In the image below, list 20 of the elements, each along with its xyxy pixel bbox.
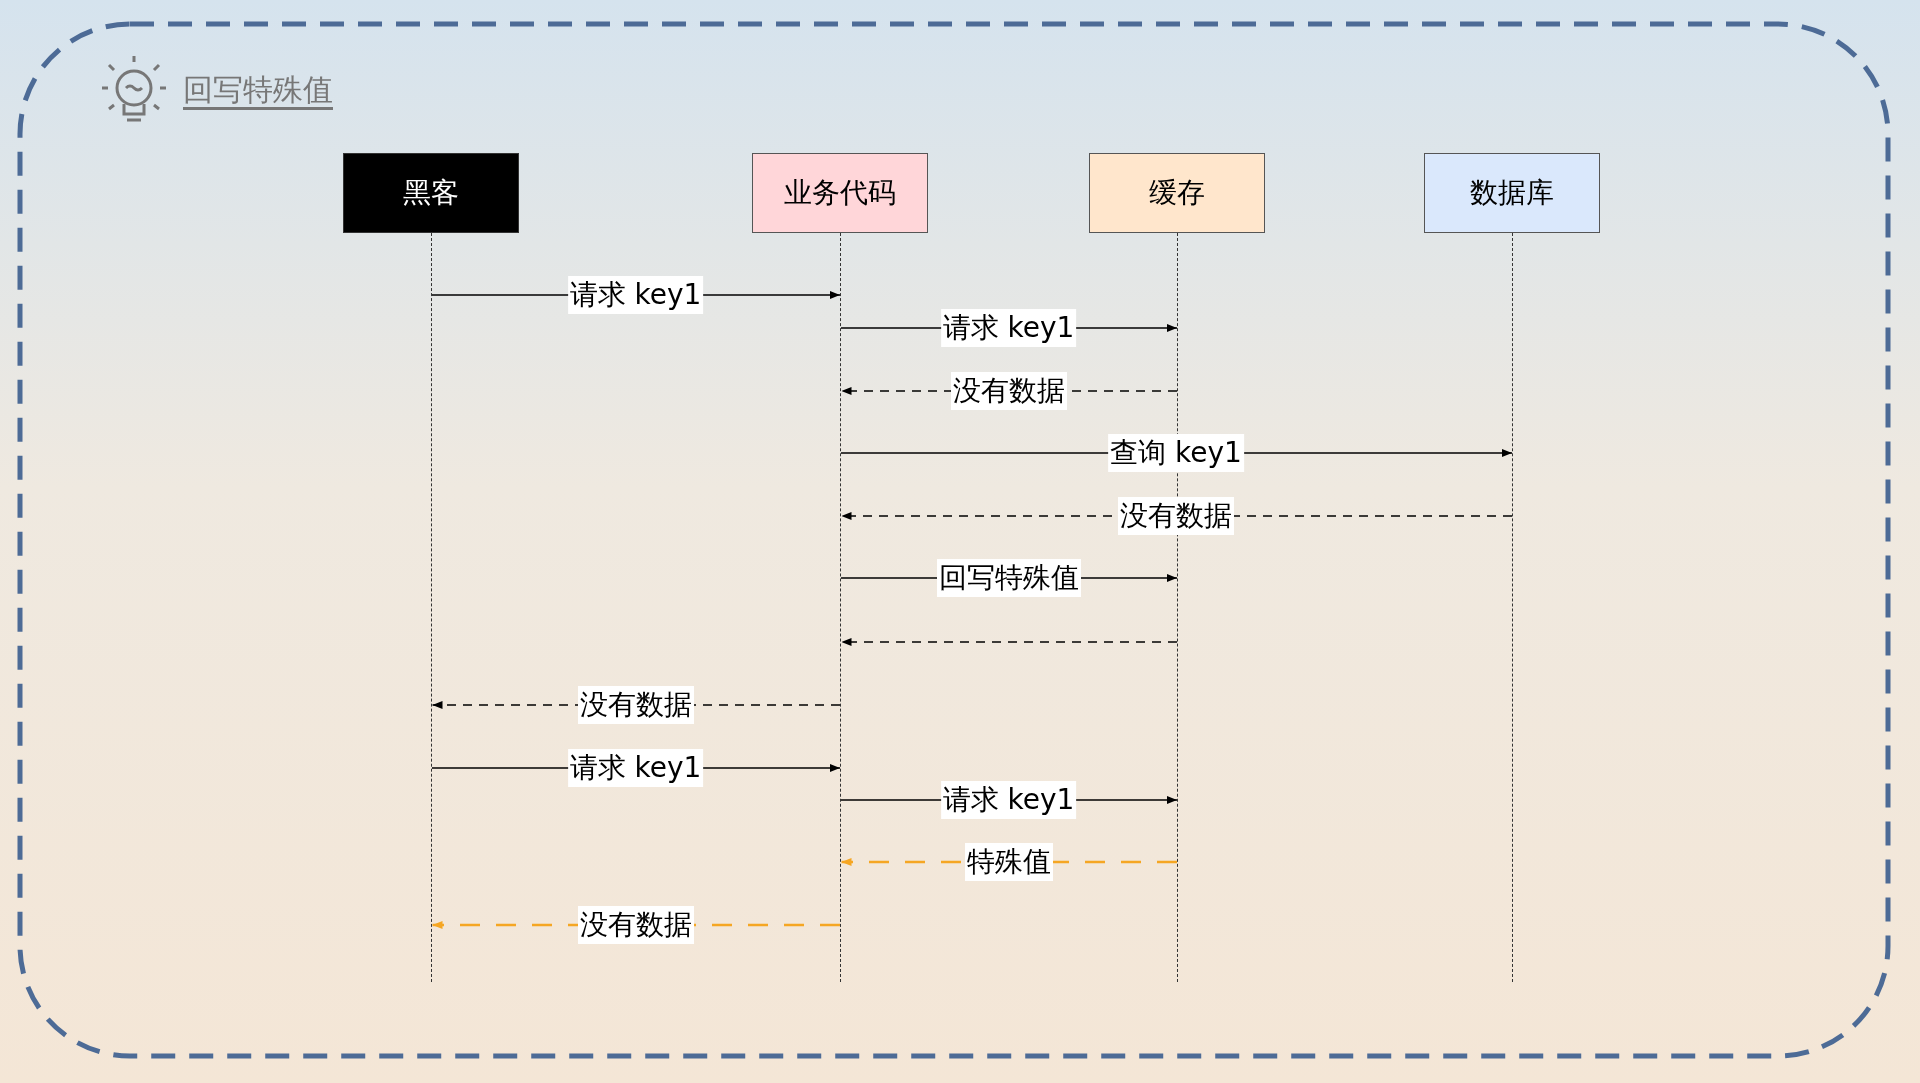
edge-label: 请求 key1	[940, 781, 1077, 819]
edge-label: 没有数据	[577, 686, 694, 724]
edge-label: 特殊值	[964, 843, 1053, 881]
edge-label: 请求 key1	[940, 309, 1077, 347]
lifeline	[431, 233, 432, 982]
lifeline	[1512, 233, 1513, 982]
edge-label: 请求 key1	[567, 276, 704, 314]
edge-label: 没有数据	[577, 906, 694, 944]
edge-label: 请求 key1	[567, 749, 704, 787]
participant-box: 业务代码	[752, 153, 928, 233]
participant-box: 黑客	[343, 153, 519, 233]
diagram-title: 回写特殊值	[183, 71, 333, 109]
edge-label: 没有数据	[950, 372, 1067, 410]
edge-label: 没有数据	[1118, 497, 1234, 535]
arrow	[840, 638, 1178, 646]
lifeline	[840, 233, 841, 982]
participant-box: 缓存	[1089, 153, 1265, 233]
participant-box: 数据库	[1424, 153, 1600, 233]
edge-label: 查询 key1	[1108, 434, 1244, 472]
edge-label: 回写特殊值	[936, 559, 1081, 597]
